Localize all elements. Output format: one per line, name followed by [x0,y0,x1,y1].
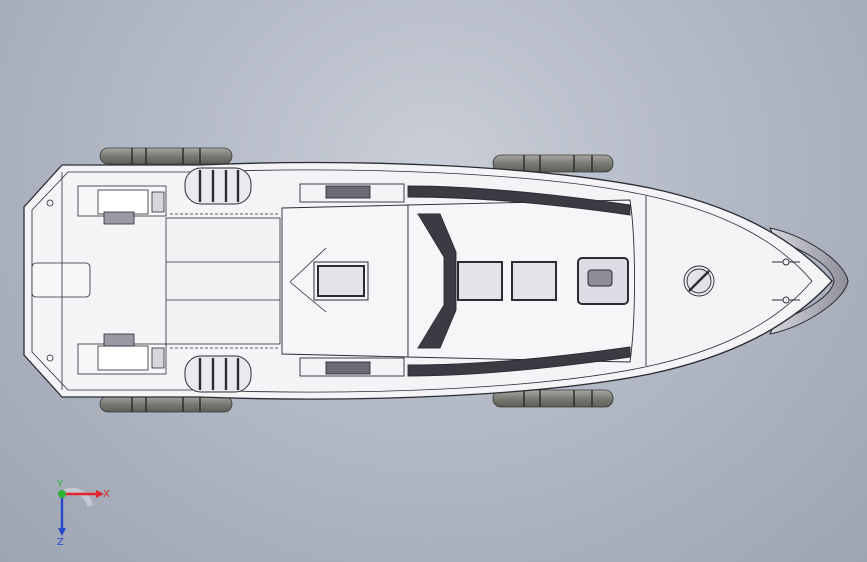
liferaft-canisters [184,167,252,393]
transom-deck [31,172,91,390]
z-axis-label: Z [57,537,64,548]
aft-equipment [77,185,167,375]
starboard-fenders [99,389,614,413]
foredeck [645,196,800,366]
roof-hatches [289,247,629,313]
y-axis-label: Y [56,479,64,490]
x-axis-label: X [103,489,110,500]
port-fenders [99,147,614,173]
mid-deck [165,213,281,349]
coordinate-triad: X Y Z [56,479,110,548]
